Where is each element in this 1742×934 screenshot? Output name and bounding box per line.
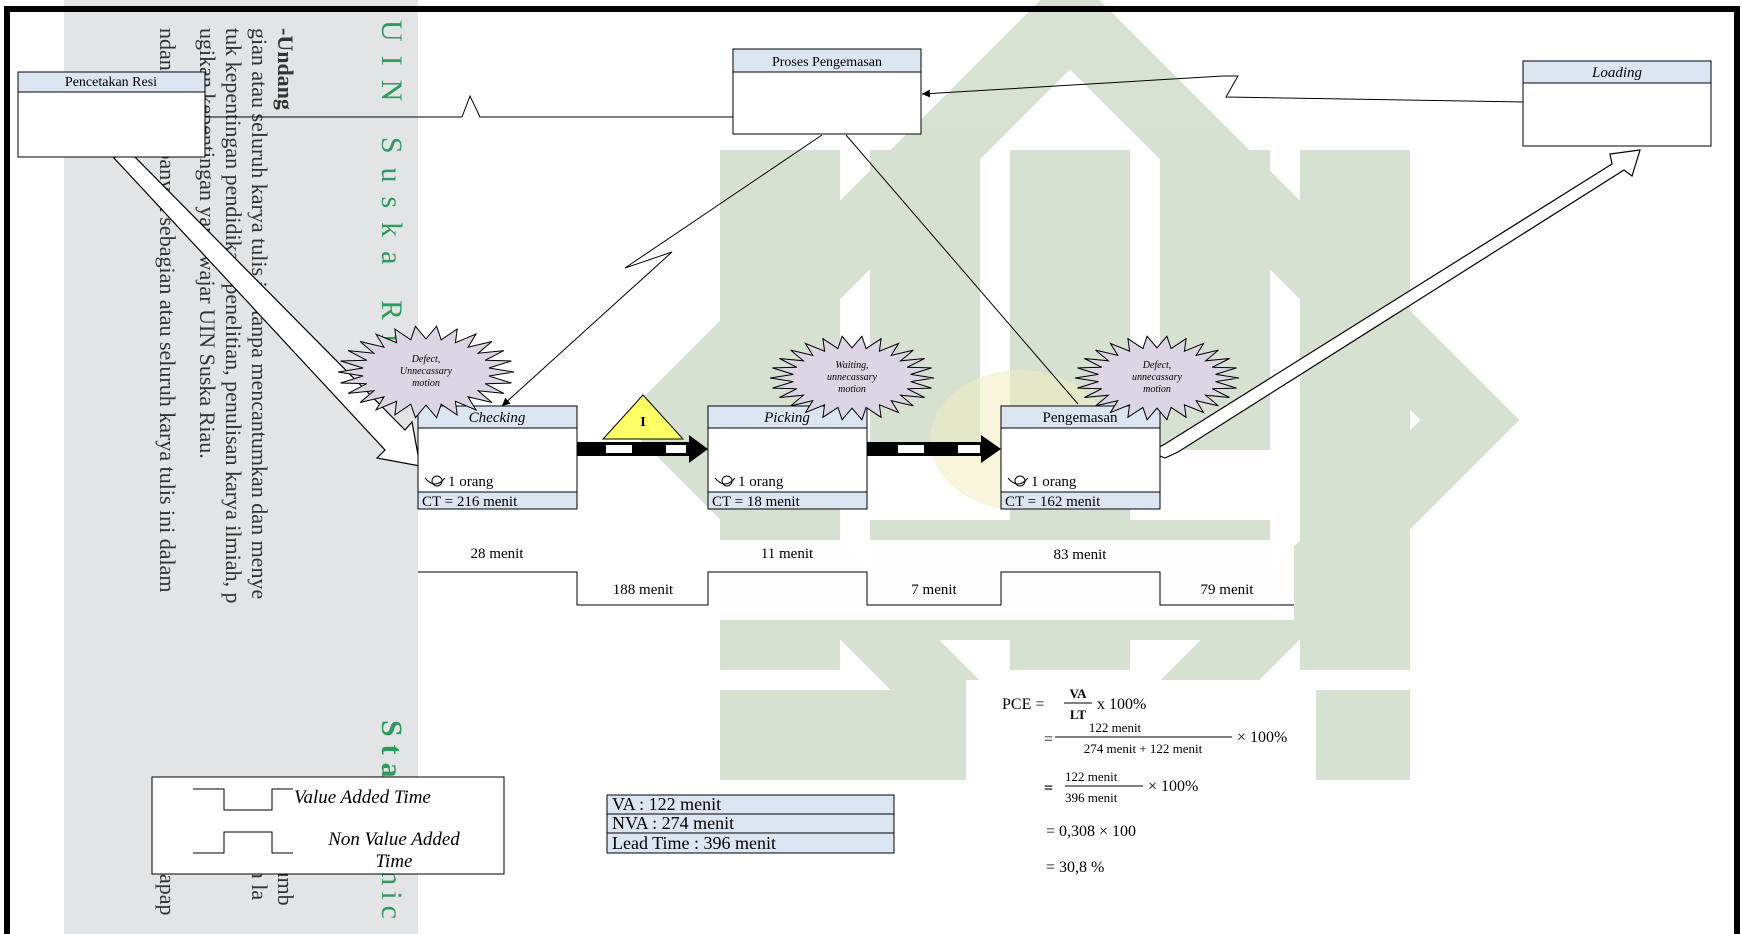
- process-proses-pengemasan: Proses Pengemasan: [733, 49, 921, 134]
- legend-va-label: Value Added Time: [294, 787, 431, 808]
- process-title: Pencetakan Resi: [65, 75, 157, 90]
- legend-nva-label-1: Non Value Added: [327, 829, 460, 850]
- cycle-time: CT = 162 menit: [1005, 494, 1101, 510]
- watermark-line-0: -Undang: [273, 28, 298, 110]
- timeline-va-pengemasan: 83 menit: [1054, 547, 1108, 563]
- pce-times-a: x 100%: [1097, 696, 1146, 713]
- timeline-nva-2: 7 menit: [911, 582, 957, 598]
- pce-frac2-den: 274 menit + 122 menit: [1084, 741, 1203, 756]
- process-checking: Checking 1 orang CT = 216 menit: [418, 406, 577, 510]
- cycle-time: CT = 18 menit: [712, 494, 801, 510]
- pce-frac3-den: 396 menit: [1065, 790, 1118, 805]
- timeline-backdrop: [418, 540, 1294, 620]
- watermark-band-text-lower: Sta: [375, 720, 408, 786]
- operator-count: 1 orang: [448, 474, 494, 490]
- pce-eq-2: =: [1044, 731, 1053, 748]
- kaizen-burst-label: Unnecassary: [400, 366, 453, 377]
- timeline-nva-3: 79 menit: [1201, 582, 1255, 598]
- pce-times-b: × 100%: [1237, 729, 1287, 746]
- pce-frac1-den: LT: [1070, 707, 1086, 722]
- operator-count: 1 orang: [1031, 474, 1077, 490]
- legend: Value Added Time Non Value Added Time: [152, 777, 504, 874]
- process-picking: Picking 1 orang CT = 18 menit: [708, 406, 867, 510]
- kaizen-burst-label: motion: [1143, 384, 1171, 395]
- process-pencetakan-resi: Pencetakan Resi: [18, 72, 205, 157]
- kaizen-burst-label: unnecassary: [1132, 372, 1183, 383]
- process-title: Proses Pengemasan: [772, 55, 882, 70]
- cycle-time: CT = 216 menit: [422, 494, 518, 510]
- summary-lead-time: Lead Time : 396 menit: [612, 833, 776, 853]
- summary-va: VA : 122 menit: [612, 794, 721, 814]
- pce-line-5: = 30,8 %: [1046, 859, 1104, 876]
- process-title: Pengemasan: [1043, 410, 1118, 426]
- process-pengemasan: Pengemasan 1 orang CT = 162 menit: [1001, 406, 1160, 510]
- summary-box: VA : 122 menit NVA : 274 menit Lead Time…: [607, 794, 894, 853]
- kaizen-burst-label: motion: [412, 378, 440, 389]
- kaizen-burst-label: Waiting,: [835, 360, 868, 371]
- watermark-line-2: tuk kepentingan pendidikan, penelitian, …: [221, 28, 246, 604]
- pce-frac1-num: VA: [1069, 686, 1087, 701]
- pce-line-4: = 0,308 × 100: [1046, 823, 1136, 840]
- process-title: Checking: [469, 410, 526, 426]
- summary-nva: NVA : 274 menit: [612, 813, 734, 833]
- process-title: Picking: [763, 410, 810, 426]
- kaizen-burst-label: motion: [838, 384, 866, 395]
- pce-frac2-num: 122 menit: [1089, 720, 1142, 735]
- inventory-label: I: [640, 415, 645, 430]
- process-loading: Loading: [1523, 61, 1711, 146]
- process-title: Loading: [1591, 65, 1643, 81]
- kaizen-burst-label: Defect,: [411, 354, 441, 365]
- timeline-va-picking: 11 menit: [761, 546, 814, 562]
- timeline-nva-1: 188 menit: [613, 582, 674, 598]
- pce-eq-3: =: [1044, 780, 1053, 797]
- pce-label: PCE =: [1002, 696, 1044, 713]
- legend-nva-label-2: Time: [376, 851, 413, 872]
- operator-count: 1 orang: [738, 474, 784, 490]
- timeline-va-checking: 28 menit: [471, 546, 525, 562]
- pce-times-c: × 100%: [1148, 778, 1198, 795]
- pce-frac3-num: 122 menit: [1065, 769, 1118, 784]
- kaizen-burst-label: Defect,: [1142, 360, 1172, 371]
- watermark-fragment-apap: apap: [155, 874, 180, 916]
- kaizen-burst-label: unnecassary: [827, 372, 878, 383]
